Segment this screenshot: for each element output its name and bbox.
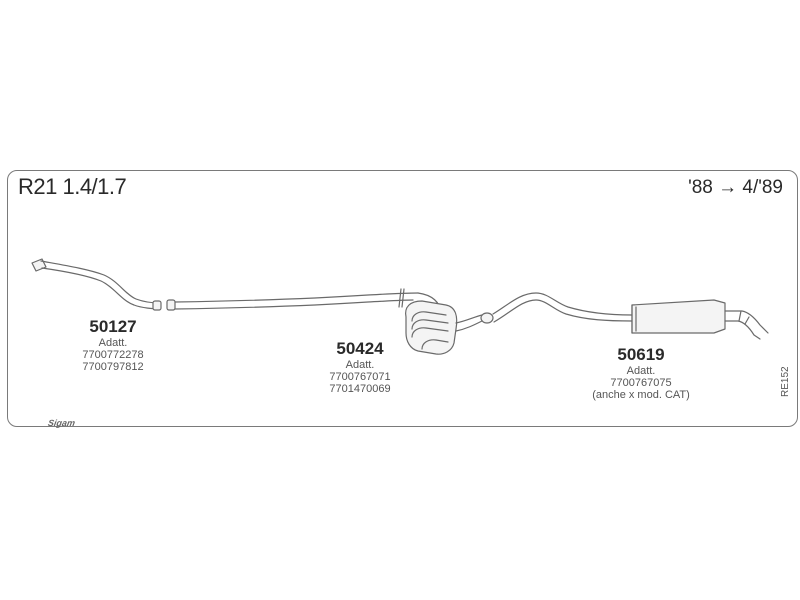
period-title: '88 → 4/'89 xyxy=(688,177,783,198)
part-number: 50619 xyxy=(617,345,665,364)
part-number: 50127 xyxy=(89,317,137,336)
part-ref: (anche x mod. CAT) xyxy=(592,389,690,401)
part-note: Adatt. xyxy=(345,359,375,371)
middle-pipe-50424 xyxy=(166,288,494,355)
part-label-50127: 50127 Adatt. 7700772278 7700797812 xyxy=(58,317,168,373)
part-ref: 7700797812 xyxy=(82,361,144,373)
part-ref: 7701470069 xyxy=(329,383,391,395)
part-label-50619: 50619 Adatt. 7700767075 (anche x mod. CA… xyxy=(576,345,706,401)
part-label-50424: 50424 Adatt. 7700767071 7701470069 xyxy=(305,339,415,395)
front-pipe-50127 xyxy=(31,258,162,311)
exhaust-system-drawing xyxy=(31,258,769,355)
diagram-panel: R21 1.4/1.7 '88 → 4/'89 50127 Adatt. 770… xyxy=(7,170,798,428)
part-ref: 7700767075 xyxy=(610,377,672,389)
part-number: 50424 xyxy=(336,339,384,358)
model-title: R21 1.4/1.7 xyxy=(18,174,127,199)
part-note: Adatt. xyxy=(626,365,656,377)
sheet-reference: RE152 xyxy=(780,366,791,397)
part-ref: 7700772278 xyxy=(82,349,144,361)
part-note: Adatt. xyxy=(98,337,128,349)
rear-silencer-50619 xyxy=(492,292,769,340)
part-ref: 7700767071 xyxy=(329,371,391,383)
brand-logo: Sigam xyxy=(47,418,76,428)
